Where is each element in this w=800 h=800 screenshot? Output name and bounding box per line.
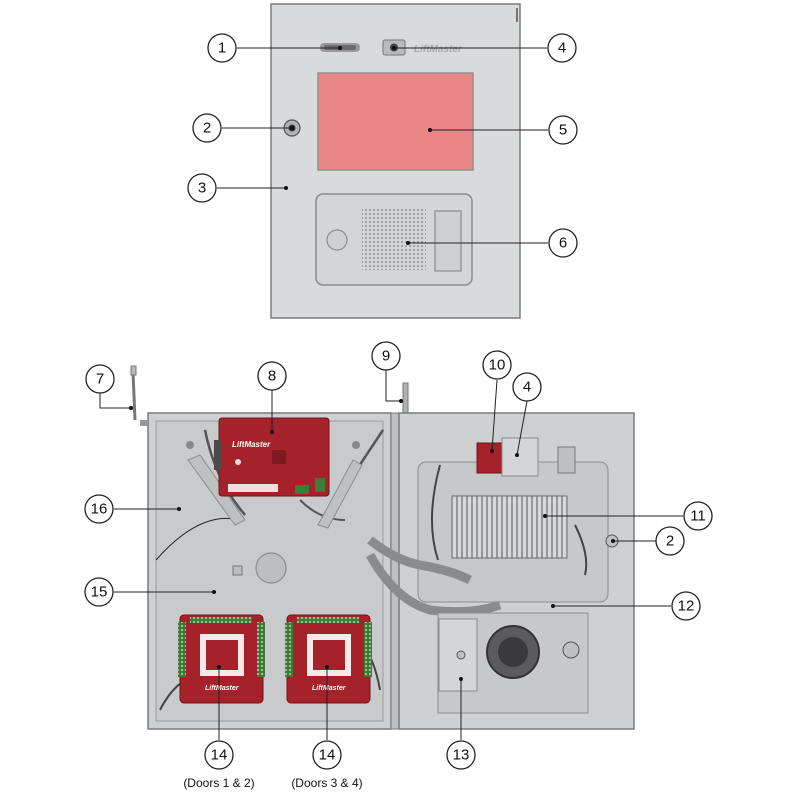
callout-6: 6 (548, 228, 578, 258)
door-controller-board-1-2: LiftMaster (178, 614, 265, 704)
callout-7: 7 (85, 364, 115, 394)
tamper-switch (402, 382, 409, 414)
front-panel-logo: LiftMaster (414, 44, 463, 55)
speaker-keypad-module (315, 193, 473, 286)
callout-1-label: 1 (218, 40, 226, 57)
speaker-cutout (255, 552, 287, 584)
display-screen (317, 72, 474, 171)
caption-doors-1-2: (Doors 1 & 2) (183, 776, 254, 790)
main-controller-board: LiftMaster (214, 417, 330, 497)
callout-15: 15 (84, 577, 114, 607)
caption-doors-3-4: (Doors 3 & 4) (291, 776, 362, 790)
callout-3-label: 3 (198, 180, 206, 197)
main-board-logo: LiftMaster (232, 440, 271, 449)
leader-lines (99, 46, 683, 740)
front-panel: LiftMaster (270, 3, 521, 319)
callout-13: 13 (446, 740, 476, 770)
door-board-3-4-logo: LiftMaster (312, 685, 347, 692)
camera-board (476, 437, 576, 477)
callout-13-label: 13 (453, 747, 470, 764)
enclosure-hinge (390, 412, 400, 730)
callout-4-label: 4 (558, 40, 566, 57)
callout-16: 16 (84, 494, 114, 524)
callout-4-interior-label: 4 (523, 379, 531, 396)
callout-6-label: 6 (559, 235, 567, 252)
callout-1: 1 (207, 33, 237, 63)
callout-11: 11 (683, 501, 713, 531)
callout-11-label: 11 (690, 508, 706, 525)
callout-14b-label: 14 (319, 747, 336, 764)
door-controller-board-3-4: LiftMaster (285, 614, 372, 704)
callout-5: 5 (548, 115, 578, 145)
callout-14a-label: 14 (211, 747, 228, 764)
display-heatsink (451, 495, 568, 559)
callout-3: 3 (187, 173, 217, 203)
callout-10-label: 10 (489, 357, 506, 374)
door-board-1-2-logo: LiftMaster (205, 685, 240, 692)
callout-4-interior: 4 (512, 372, 542, 402)
callout-10: 10 (482, 350, 512, 380)
callout-16-label: 16 (91, 501, 108, 518)
callout-14-doors-3-4: 14 (312, 740, 342, 770)
antenna (130, 365, 148, 426)
callout-12: 12 (671, 591, 701, 621)
callout-8-label: 8 (268, 368, 276, 385)
card-reader-window (434, 210, 462, 272)
callout-9-label: 9 (382, 348, 390, 365)
callout-2: 2 (192, 113, 222, 143)
callout-14-doors-1-2: 14 (204, 740, 234, 770)
callout-7-label: 7 (96, 371, 104, 388)
speaker-grille (362, 209, 426, 270)
callout-2-interior: 2 (655, 526, 685, 556)
callout-2-interior-label: 2 (666, 533, 674, 550)
callout-8: 8 (257, 361, 287, 391)
callout-4: 4 (547, 33, 577, 63)
callout-12-label: 12 (678, 598, 695, 615)
callout-5-label: 5 (559, 122, 567, 139)
callout-15-label: 15 (91, 584, 108, 601)
callout-9: 9 (371, 341, 401, 371)
callout-2-label: 2 (203, 120, 211, 137)
